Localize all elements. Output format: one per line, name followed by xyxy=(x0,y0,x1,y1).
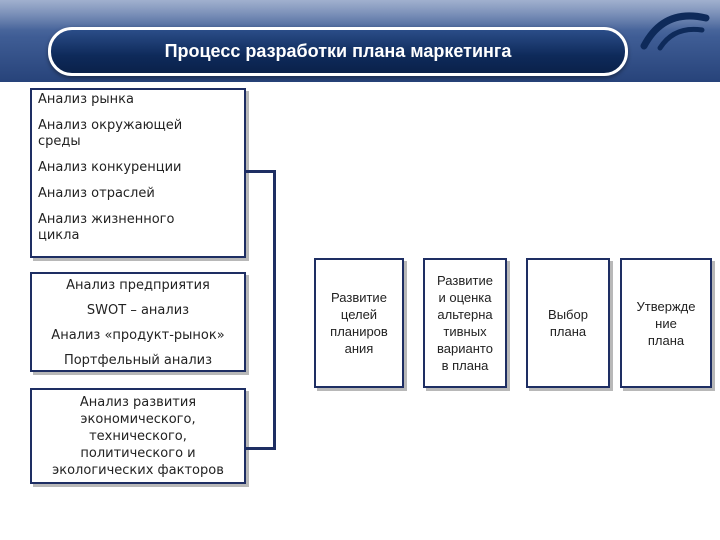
analysis-item: Анализ отраслей xyxy=(38,186,155,201)
analysis-item: Анализ «продукт-рынок» xyxy=(51,328,225,343)
stage-label: Развитие целей планиров ания xyxy=(330,290,388,356)
analysis-item: Анализ окружающей среды xyxy=(38,118,183,149)
analysis-item: SWOT – анализ xyxy=(86,303,190,318)
stage-choice-box: Выбор плана xyxy=(526,258,610,388)
analysis-item: Анализ жизненного цикла xyxy=(38,212,175,243)
header-shine xyxy=(0,0,720,30)
analysis-item: Портфельный анализ xyxy=(63,353,213,368)
stage-label: Утвержде ние плана xyxy=(636,298,696,348)
market-analysis-box: Анализ рынка Анализ окружающей среды Ана… xyxy=(30,88,246,258)
analysis-item: Анализ предприятия xyxy=(66,278,210,293)
stage-label: Развитие и оценка альтерна тивных вариан… xyxy=(437,273,493,373)
enterprise-analysis-box: Анализ предприятия SWOT – анализ Анализ … xyxy=(30,272,246,372)
bracket-connector xyxy=(246,170,276,450)
stage-goals-box: Развитие целей планиров ания xyxy=(314,258,404,388)
stage-approval-box: Утвержде ние плана xyxy=(620,258,712,388)
title-banner: Процесс разработки плана маркетинга xyxy=(48,27,628,76)
analysis-item: Анализ конкуренции xyxy=(38,160,182,175)
factors-analysis-box: Анализ развития экономического, техничес… xyxy=(30,388,246,484)
stage-label: Выбор плана xyxy=(548,307,588,339)
page-title: Процесс разработки плана маркетинга xyxy=(164,41,512,61)
logo-arc-icon xyxy=(640,12,710,51)
stage-alternatives-box: Развитие и оценка альтерна тивных вариан… xyxy=(423,258,507,388)
analysis-item: Анализ рынка xyxy=(38,92,134,107)
